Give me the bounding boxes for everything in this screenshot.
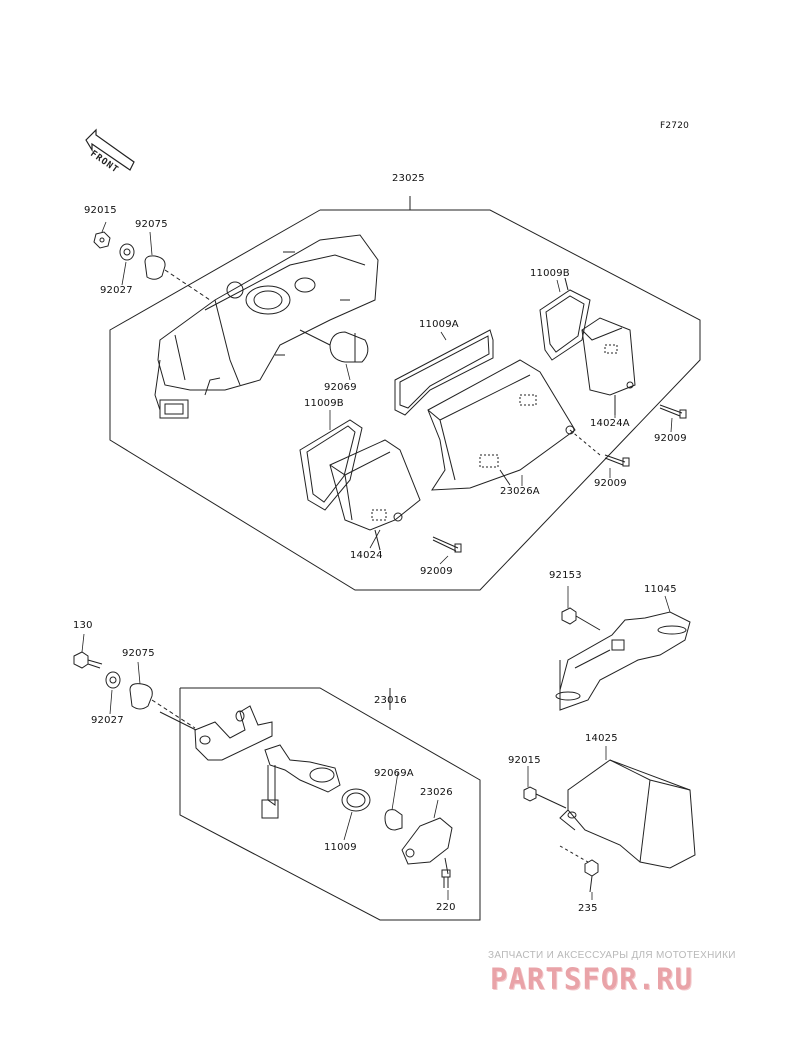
watermark-brand: PARTSFOR.RU: [490, 962, 694, 996]
callout-14025: 14025: [585, 733, 618, 744]
bolt-92015-bottom: [523, 786, 567, 809]
license-light-socket: [261, 744, 341, 819]
callout-92015-top: 92015: [84, 205, 117, 216]
callout-11045: 11045: [644, 584, 677, 595]
bolt-235: [559, 845, 599, 893]
callout-92075-top: 92075: [135, 219, 168, 230]
callout-23026A: 23026A: [500, 486, 540, 497]
bulb-92069A: [384, 809, 403, 831]
callout-92075-bottom: 92075: [122, 648, 155, 659]
callout-14024: 14024: [350, 550, 383, 561]
callout-92153: 92153: [549, 570, 582, 581]
callout-235: 235: [578, 903, 598, 914]
lens-23026A: [427, 359, 601, 491]
callout-23026: 23026: [420, 787, 453, 798]
fasteners-top: [93, 231, 211, 301]
license-light-bracket: [159, 705, 273, 761]
callout-92027-bottom: 92027: [91, 715, 124, 726]
callout-11009A: 11009A: [419, 319, 459, 330]
callout-11009B-left: 11009B: [304, 398, 344, 409]
callout-11009: 11009: [324, 842, 357, 853]
callout-92009-middle: 92009: [594, 478, 627, 489]
license-light-frame: [179, 687, 481, 921]
callout-11009B-right: 11009B: [530, 268, 570, 279]
bolt-92153: [561, 607, 601, 631]
callout-14024A: 14024A: [590, 418, 630, 429]
callout-130: 130: [73, 620, 93, 631]
screw-220: [441, 869, 451, 888]
fender-cover-14025: [559, 759, 696, 869]
front-arrow-icon: [85, 128, 135, 171]
taillight-assembly-frame: [109, 196, 701, 591]
callout-23016: 23016: [374, 695, 407, 706]
gasket-11009B-right: [539, 277, 591, 361]
gasket-11009A: [394, 329, 494, 416]
callout-92027-top: 92027: [100, 285, 133, 296]
callout-92009-left: 92009: [420, 566, 453, 577]
fasteners-bottom: [73, 651, 196, 729]
callout-92015-bottom: 92015: [508, 755, 541, 766]
callout-92069: 92069: [324, 382, 357, 393]
license-bracket-11045: [555, 611, 691, 711]
figure-id: F2720: [660, 121, 690, 131]
lens-23026: [401, 817, 453, 875]
gasket-11009B-left: [299, 419, 363, 511]
callout-92009-right: 92009: [654, 433, 687, 444]
callout-220: 220: [436, 902, 456, 913]
gasket-11009: [341, 788, 371, 812]
lens-14024A: [581, 317, 636, 415]
callout-23025: 23025: [392, 173, 425, 184]
callout-92069A: 92069A: [374, 768, 414, 779]
screws-92009: [432, 404, 687, 553]
lens-14024: [329, 439, 421, 551]
callout-leaders: [81, 221, 673, 900]
bulb-92069: [299, 329, 369, 363]
watermark-subtitle: ЗАПЧАСТИ И АКСЕССУАРЫ ДЛЯ МОТОТЕХНИКИ: [488, 950, 736, 961]
